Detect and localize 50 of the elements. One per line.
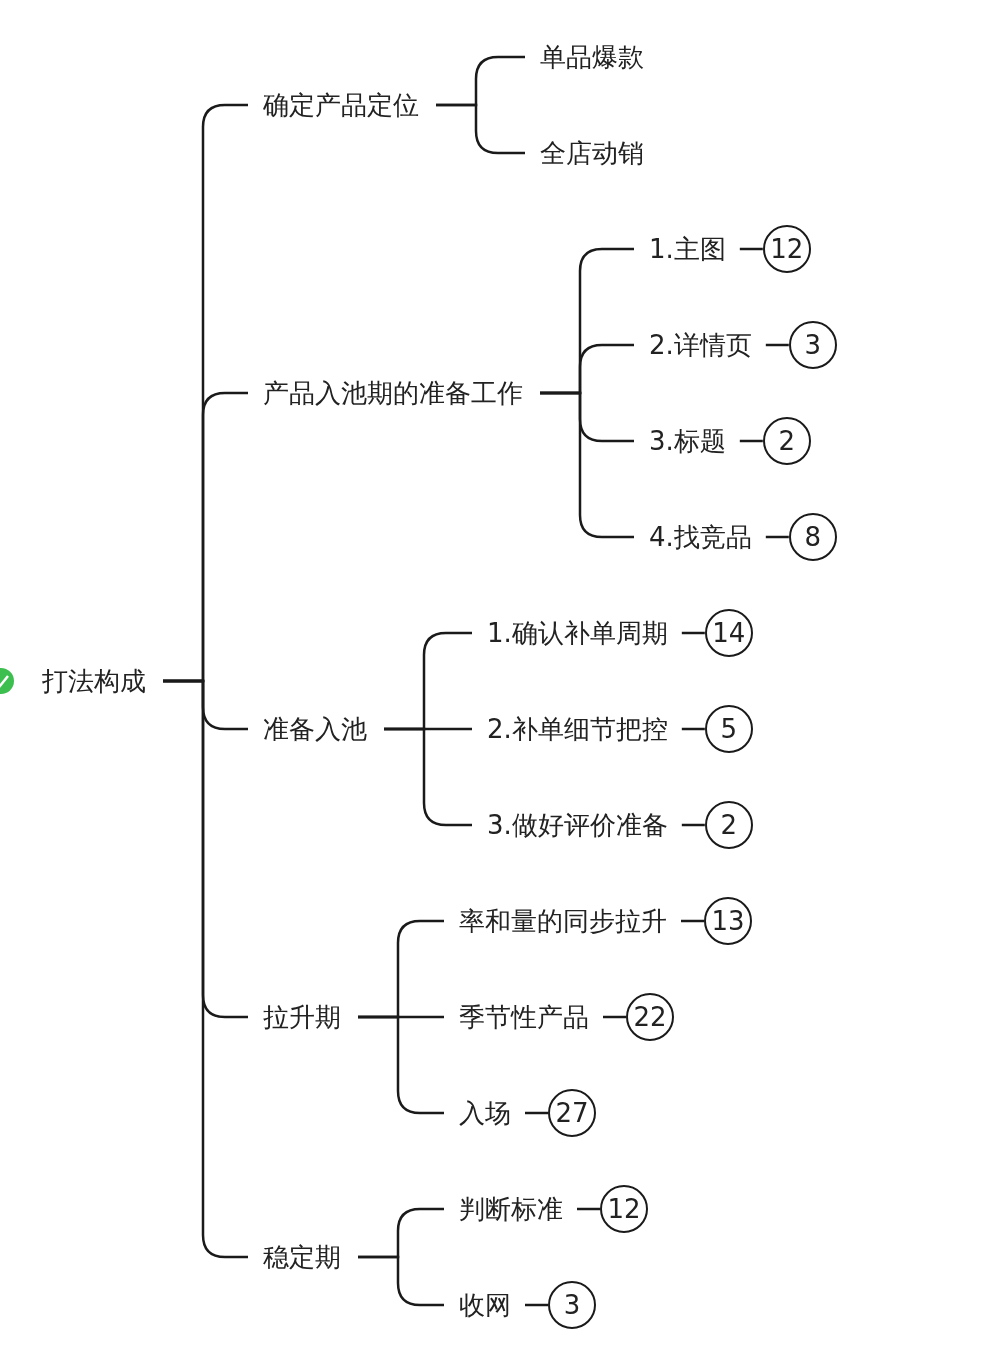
topic-text: 稳定期: [263, 1241, 341, 1273]
count-circle: 2: [704, 800, 753, 849]
count-circle: 14: [704, 608, 753, 657]
count-circle: 8: [788, 512, 837, 561]
topic-text: 3.标题: [649, 425, 726, 457]
topic-text: 率和量的同步拉升: [459, 905, 667, 937]
count-circle: 12: [762, 224, 811, 273]
connector-line: [163, 679, 248, 1259]
count-circle: 13: [704, 896, 752, 945]
topic-text: 产品入池期的准备工作: [263, 377, 523, 409]
connector-line: [540, 391, 634, 539]
connector-line: [525, 1111, 548, 1115]
topic-text: 2.补单细节把控: [487, 713, 668, 745]
connector-line: [436, 103, 525, 155]
connector-line: [358, 1015, 444, 1115]
connector-line: [765, 535, 789, 539]
topic-text: 准备入池: [263, 713, 367, 745]
connector-line: [681, 919, 704, 923]
topic-text: 1.确认补单周期: [487, 617, 668, 649]
topic-text: 入场: [459, 1097, 511, 1129]
topic-text: 4.找竞品: [649, 521, 752, 553]
count-circle: 2: [762, 416, 811, 465]
topic-text: 确定产品定位: [263, 89, 419, 121]
connector-line: [358, 1255, 444, 1307]
topic-text: 全店动销: [540, 137, 644, 169]
connector-line: [384, 727, 472, 827]
topic-text: 季节性产品: [459, 1001, 589, 1033]
connector-line: [681, 631, 705, 635]
connector-line: [765, 343, 789, 347]
topic-text: 打法构成: [42, 665, 146, 697]
topic-text: 1.主图: [649, 233, 726, 265]
count-circle: 3: [788, 320, 837, 369]
count-circle: 5: [704, 704, 753, 753]
connector-line: [603, 1015, 626, 1019]
connector-line: [681, 823, 705, 827]
count-circle: 12: [600, 1184, 648, 1233]
connector-line: [739, 439, 763, 443]
count-circle: 22: [626, 992, 674, 1041]
count-circle: 3: [548, 1280, 596, 1329]
topic-text: 3.做好评价准备: [487, 809, 668, 841]
connector-line: [577, 1207, 600, 1211]
topic-text: 判断标准: [459, 1193, 563, 1225]
topic-text: 单品爆款: [540, 41, 644, 73]
connector-line: [681, 727, 705, 731]
topic-text: 收网: [459, 1289, 511, 1321]
topic-text: 拉升期: [263, 1001, 341, 1033]
count-circle: 27: [548, 1088, 596, 1137]
connector-line: [525, 1303, 548, 1307]
connector-line: [739, 247, 763, 251]
topic-text: 2.详情页: [649, 329, 752, 361]
